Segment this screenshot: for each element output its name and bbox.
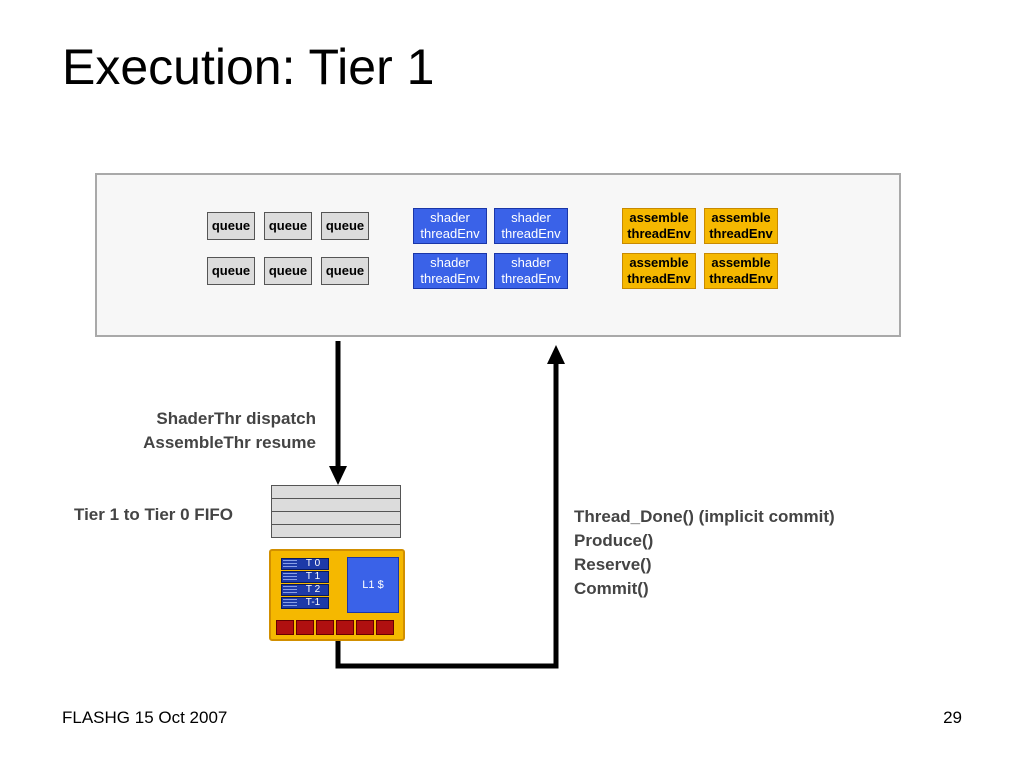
dispatch-label: ShaderThr dispatch AssembleThr resume	[143, 407, 316, 455]
queue-box: queue	[207, 212, 255, 240]
thread-slot: T 2	[281, 584, 329, 596]
assemble-line1: assemble	[629, 255, 689, 270]
return-label: Thread_Done() (implicit commit) Produce(…	[574, 505, 835, 601]
thread-label: T 0	[305, 558, 321, 569]
shader-line1: shader	[511, 255, 551, 270]
dispatch-label-line: ShaderThr dispatch	[156, 409, 316, 428]
fifo-slot	[271, 485, 401, 498]
page-number: 29	[943, 708, 962, 727]
shader-line2: threadEnv	[501, 271, 561, 286]
tier0-core: T 0 T 1 T 2 T-1 L1 $	[269, 549, 405, 641]
assemble-line1: assemble	[629, 210, 689, 225]
register-cell	[296, 620, 314, 635]
shader-line2: threadEnv	[420, 271, 480, 286]
thread-label: T 1	[305, 571, 321, 582]
fifo-slot	[271, 511, 401, 524]
register-cell	[336, 620, 354, 635]
register-cell	[316, 620, 334, 635]
shader-line1: shader	[430, 255, 470, 270]
return-label-line: Reserve()	[574, 555, 652, 574]
return-label-line: Thread_Done() (implicit commit)	[574, 507, 835, 526]
thread-slot: T 0	[281, 558, 329, 570]
queue-box: queue	[321, 257, 369, 285]
queue-box: queue	[207, 257, 255, 285]
return-label-line: Produce()	[574, 531, 654, 550]
fifo-slot	[271, 524, 401, 538]
queue-box: queue	[321, 212, 369, 240]
shader-line2: threadEnv	[501, 226, 561, 241]
shader-line1: shader	[511, 210, 551, 225]
thread-slot: T 1	[281, 571, 329, 583]
return-label-line: Commit()	[574, 579, 649, 598]
assemble-line2: threadEnv	[709, 271, 773, 286]
register-row	[276, 620, 394, 636]
register-cell	[356, 620, 374, 635]
fifo-label: Tier 1 to Tier 0 FIFO	[74, 505, 234, 524]
register-cell	[376, 620, 394, 635]
return-arrowhead	[547, 345, 565, 364]
dispatch-arrowhead	[329, 466, 347, 485]
l1-cache: L1 $	[347, 557, 399, 613]
assemble-line2: threadEnv	[709, 226, 773, 241]
footer-date: FLASHG 15 Oct 2007	[62, 708, 228, 727]
assemble-line2: threadEnv	[627, 271, 691, 286]
queue-box: queue	[264, 212, 312, 240]
register-cell	[276, 620, 294, 635]
assemble-line1: assemble	[711, 210, 771, 225]
tier1-tier0-fifo	[271, 485, 401, 538]
thread-label: T-1	[305, 597, 321, 608]
queue-box: queue	[264, 257, 312, 285]
thread-label: T 2	[305, 584, 321, 595]
slide-title: Execution: Tier 1	[62, 39, 435, 95]
thread-slot: T-1	[281, 597, 329, 609]
shader-line2: threadEnv	[420, 226, 480, 241]
return-path	[335, 362, 559, 669]
assemble-line1: assemble	[711, 255, 771, 270]
dispatch-label-line: AssembleThr resume	[143, 433, 316, 452]
shader-line1: shader	[430, 210, 470, 225]
assemble-line2: threadEnv	[627, 226, 691, 241]
fifo-slot	[271, 498, 401, 511]
